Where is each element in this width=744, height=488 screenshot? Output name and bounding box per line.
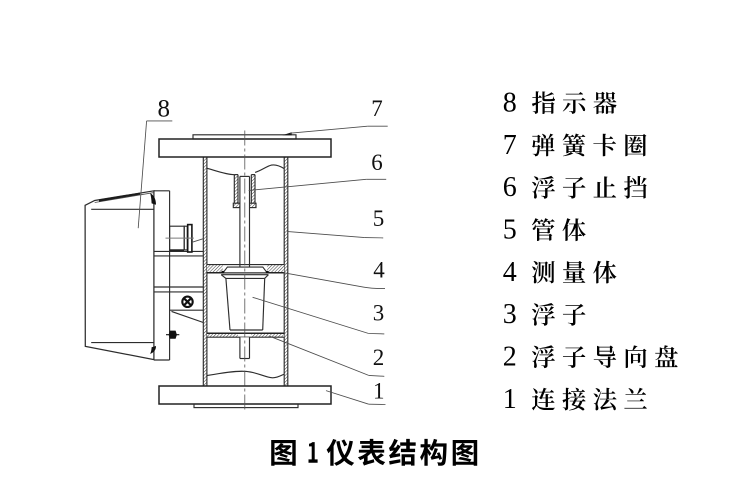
- svg-text:5: 5: [373, 206, 385, 231]
- svg-text:4: 4: [503, 257, 517, 288]
- svg-text:2: 2: [373, 345, 385, 370]
- svg-text:3: 3: [503, 299, 517, 330]
- svg-text:6: 6: [371, 150, 383, 175]
- svg-text:8: 8: [157, 96, 170, 123]
- svg-text:7: 7: [503, 130, 517, 161]
- svg-text:6: 6: [503, 172, 517, 203]
- svg-text:1: 1: [373, 379, 385, 404]
- svg-text:4: 4: [373, 258, 385, 283]
- svg-text:3: 3: [373, 301, 385, 326]
- svg-text:7: 7: [371, 96, 383, 121]
- svg-text:5: 5: [503, 215, 517, 246]
- svg-text:1: 1: [503, 384, 517, 415]
- svg-text:8: 8: [503, 87, 517, 118]
- svg-text:2: 2: [503, 342, 517, 373]
